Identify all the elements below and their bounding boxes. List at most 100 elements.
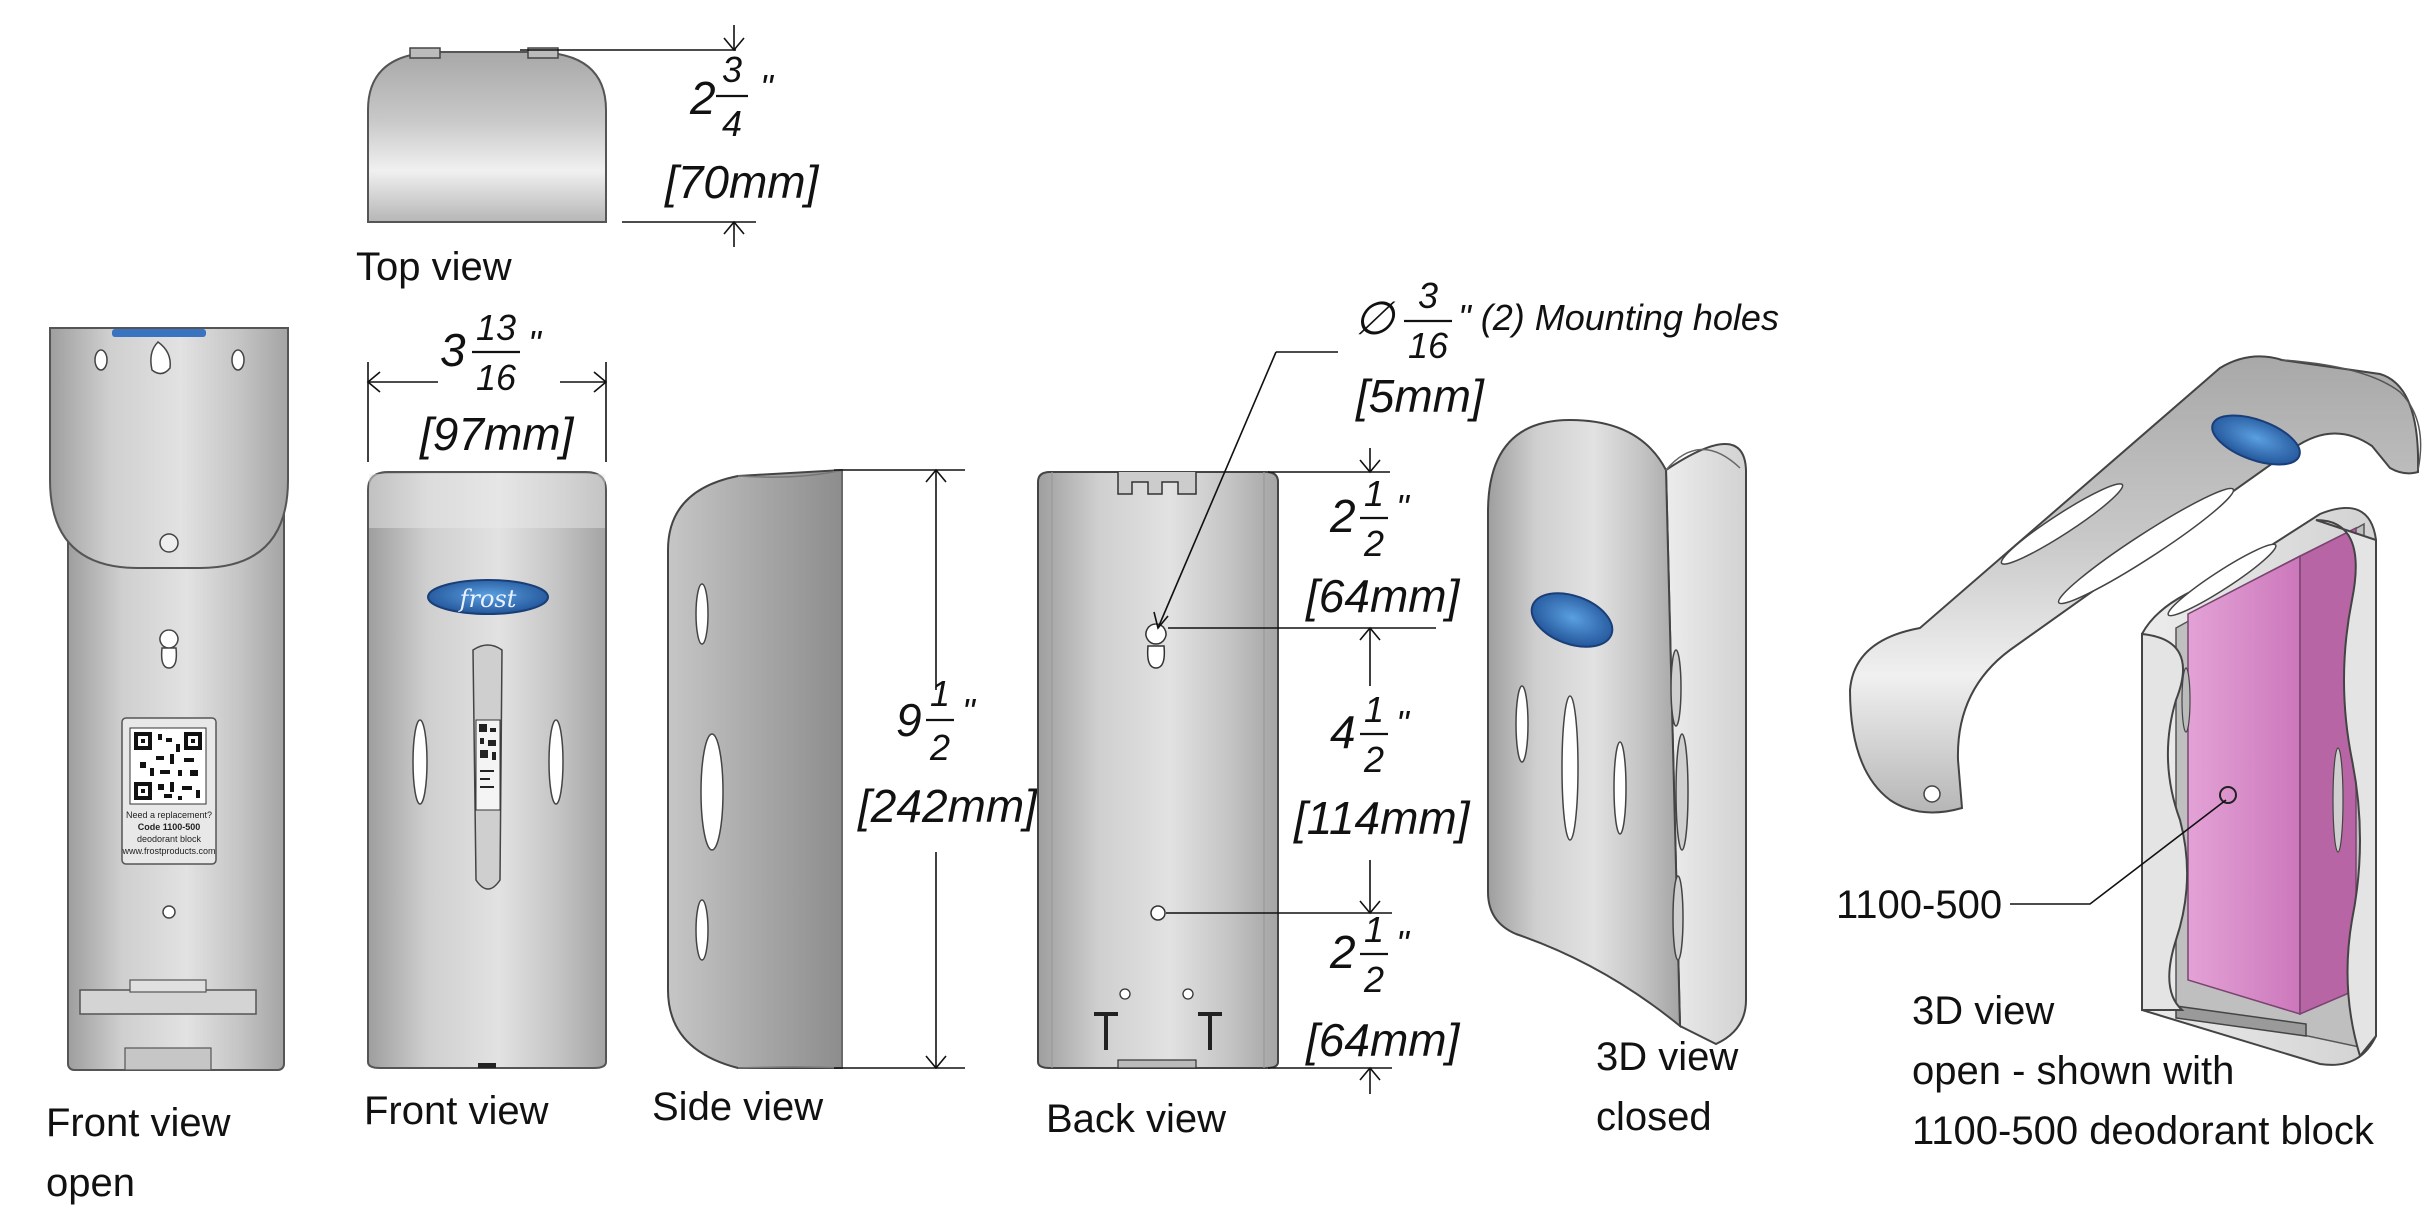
height-dim-metric: [242mm] [857, 780, 1038, 832]
tray-tab [129, 979, 207, 993]
lid-logo-edge [112, 329, 206, 337]
open-wavy-side-left [2141, 632, 2189, 1011]
mounting-holes-symbol: ∅ [1354, 292, 1396, 344]
closed-side-slot-1 [1670, 649, 1682, 727]
closed-front-slot-1 [1515, 685, 1529, 763]
hole-to-bottom-num: 1 [1364, 909, 1384, 950]
depth-arrow-top [723, 37, 745, 52]
closed-top-edge [1665, 448, 1741, 471]
leader-arrow-mounting [1153, 611, 1169, 630]
center-window-label [475, 719, 501, 811]
hole-to-hole-unit: " [1396, 703, 1411, 744]
height-dim-num: 1 [930, 673, 950, 714]
top-to-hole-metric: [64mm] [1305, 570, 1461, 622]
mounting-holes-callout: ∅ 3 16 " (2) Mounting holes [5mm] [1153, 275, 1779, 630]
depth-dim-metric: [70mm] [664, 156, 820, 208]
back-view: Back view [1037, 471, 1279, 1141]
label-3d-open-1: 3D view [1912, 989, 2054, 1033]
lower-mounting-hole [162, 905, 176, 919]
height-dimension: 9 1 2 " [242mm] [834, 468, 1038, 1070]
part-callout-label: 1100-500 [1836, 883, 2002, 927]
front-housing-highlight [369, 474, 605, 528]
label-3d-open-2: open - shown with [1912, 1049, 2234, 1093]
side-slot-middle [700, 733, 724, 851]
back-bottom-clips [1094, 1012, 1222, 1050]
depth-dim-unit: " [760, 67, 775, 108]
open-frost-logo [2211, 414, 2301, 466]
back-keyhole-slot [1145, 623, 1167, 669]
deodorant-block-side [2299, 526, 2357, 1016]
back-housing [1037, 471, 1279, 1069]
width-arrow-right [593, 371, 608, 393]
label-front-view-open-1: Front view [46, 1101, 231, 1145]
leader-line-part [2010, 799, 2227, 905]
top-to-hole-whole: 2 [1329, 490, 1356, 542]
deodorant-block-top [2187, 527, 2357, 615]
back-bottom-slot [1117, 1059, 1197, 1069]
back-hinge-notches [1117, 472, 1197, 495]
back-screw-hole-left [1119, 988, 1131, 1000]
top-view: 2 3 4 " [70mm] Top view [356, 25, 820, 289]
side-slot-bottom [695, 899, 709, 961]
label-3d-closed-1: 3D view [1596, 1035, 1738, 1079]
top-to-hole-arrow-top [1359, 459, 1381, 474]
label-side-view: Side view [652, 1085, 823, 1129]
hole-to-bottom-metric: [64mm] [1305, 1014, 1461, 1066]
label-card-line3: deodorant block [137, 834, 202, 844]
open-lid-slot-1 [2000, 483, 2124, 565]
label-card-line4: www.frostproducts.com [121, 846, 215, 856]
height-dim-whole: 9 [896, 694, 922, 746]
width-dim-den: 16 [476, 357, 517, 398]
back-view-dimensions: 2 1 2 " [64mm] 4 1 2 " [114mm] 2 1 2 " [… [1166, 448, 1471, 1094]
lid-slot-right [231, 349, 245, 371]
hole-to-hole-den: 2 [1363, 739, 1384, 780]
side-view: Side view [652, 468, 843, 1129]
label-top-view: Top view [356, 245, 512, 289]
hole-to-hole-arrow-bottom [1359, 900, 1381, 915]
mounting-holes-text: " (2) Mounting holes [1458, 297, 1779, 338]
hole-to-bottom-den: 2 [1363, 959, 1384, 1000]
front-slot-right [548, 719, 564, 805]
hole-to-bottom-unit: " [1396, 923, 1411, 964]
front-view: frost 3 13 16 " [97mm] Front view [364, 307, 608, 1133]
back-screw-hole-right [1182, 988, 1194, 1000]
closed-side-panel [1664, 443, 1747, 1046]
height-dim-den: 2 [929, 727, 950, 768]
hole-to-bottom-whole: 2 [1329, 926, 1356, 978]
depth-dim-den: 4 [722, 103, 742, 144]
lid-center-slot [150, 341, 171, 375]
depth-dim-num: 3 [722, 49, 742, 90]
open-lid-slot-3 [2167, 543, 2277, 617]
top-view-housing [367, 51, 607, 223]
open-lid-slot-2 [2057, 487, 2235, 605]
frost-logo-text: frost [458, 585, 517, 613]
front-view-open: Need a replacement? Code 1100-500 deodor… [46, 327, 289, 1205]
front-bottom-notch [478, 1063, 496, 1068]
3d-view-open: 1100-500 3D view open - shown with 1100-… [1836, 355, 2422, 1153]
depth-dim-whole: 2 [689, 72, 716, 124]
width-dim-whole: 3 [440, 324, 466, 376]
top-view-hinge-tab-right [527, 47, 559, 59]
open-lid [49, 327, 289, 569]
open-lid-rim [2281, 359, 2422, 471]
open-side-slot-right [2332, 747, 2344, 853]
center-window-qr [479, 724, 496, 788]
top-to-hole-num: 1 [1364, 473, 1384, 514]
back-side-edges [1051, 472, 1265, 1068]
side-housing [667, 468, 843, 1069]
height-arrow-top [925, 468, 947, 483]
width-dim-unit: " [528, 323, 543, 364]
hole-to-bottom-arrow-bottom [1359, 1066, 1381, 1081]
open-wavy-side-right [2315, 519, 2377, 1059]
label-front-view: Front view [364, 1089, 549, 1133]
mounting-holes-den: 16 [1408, 325, 1449, 366]
qr-code-pattern [134, 732, 202, 800]
width-dim-metric: [97mm] [419, 408, 575, 460]
label-back-view: Back view [1046, 1097, 1226, 1141]
label-3d-open-3: 1100-500 deodorant block [1912, 1109, 2375, 1153]
top-view-hinge-tab-left [409, 47, 441, 59]
front-slot-left [412, 719, 428, 805]
width-dim-num: 13 [476, 307, 516, 348]
3d-view-closed: 3D view closed [1487, 418, 1747, 1139]
width-arrow-left [366, 371, 381, 393]
